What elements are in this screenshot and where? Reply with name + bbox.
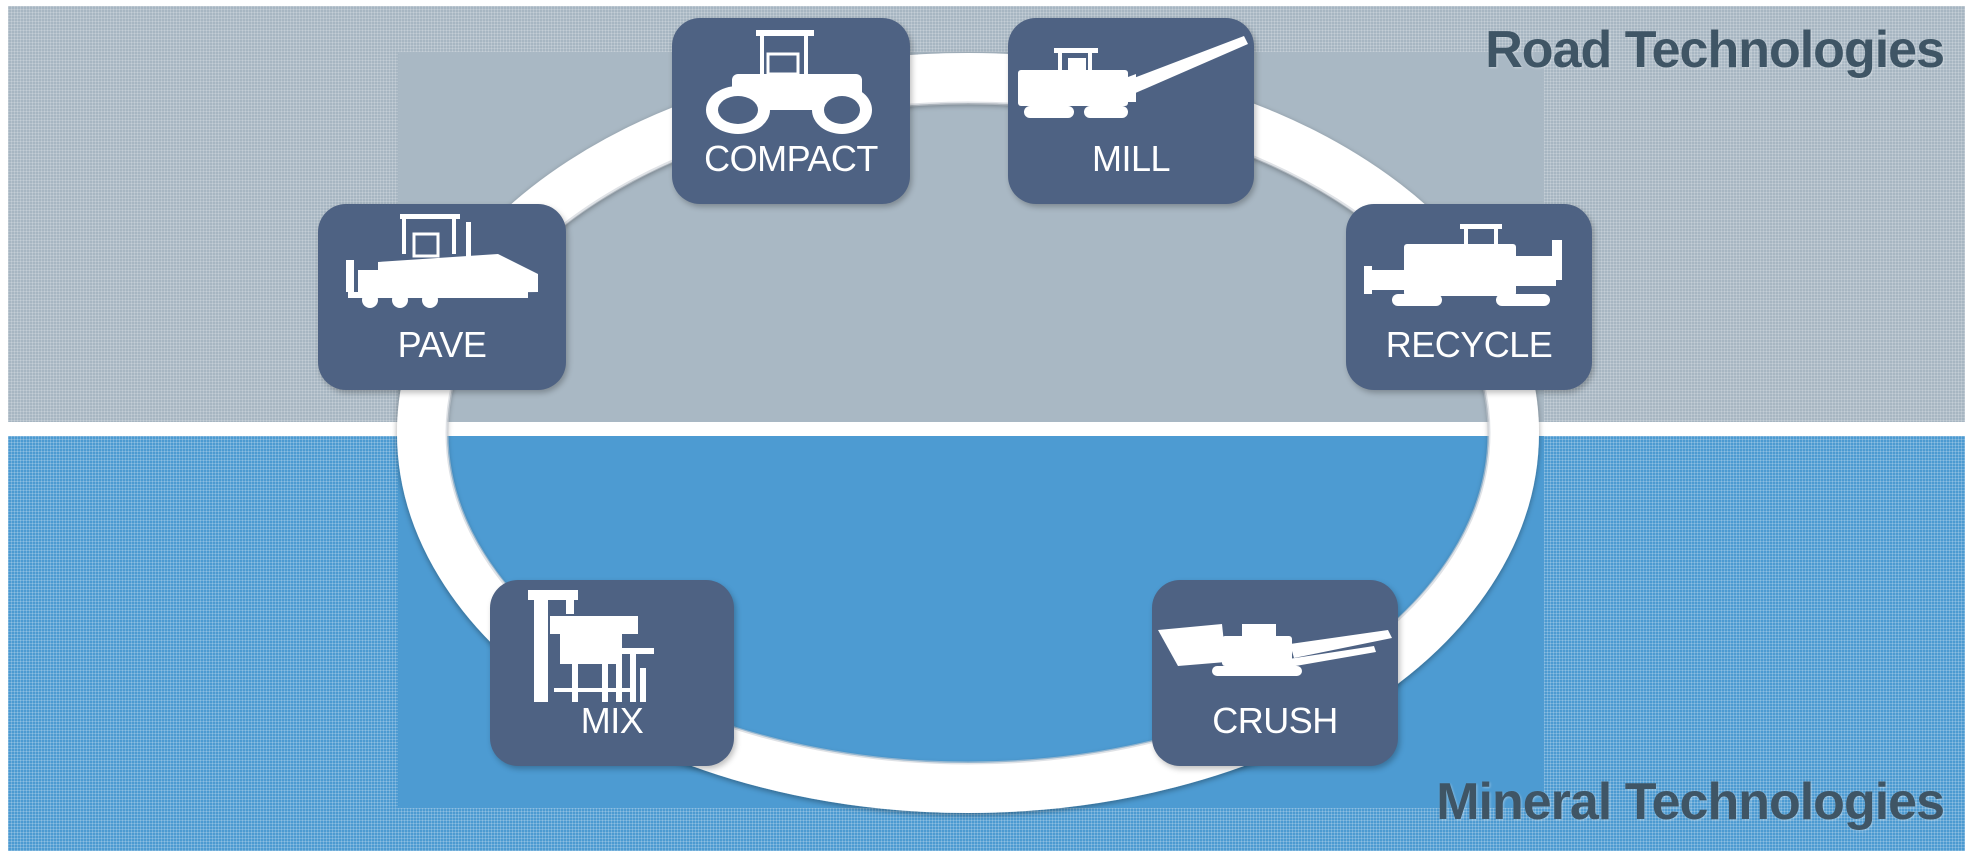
stage-compact-label: COMPACT: [704, 138, 878, 179]
mobile-crusher-icon: [1158, 624, 1392, 676]
stage-compact[interactable]: COMPACT: [672, 18, 910, 204]
stage-crush-label: CRUSH: [1212, 700, 1338, 741]
stage-crush[interactable]: CRUSH: [1152, 580, 1398, 766]
stage-mill-label: MILL: [1091, 138, 1171, 179]
stage-mix[interactable]: MIX: [490, 580, 734, 766]
stage-pave[interactable]: PAVE: [318, 204, 566, 390]
cold-milling-machine-icon: [1018, 36, 1248, 118]
stage-pave-label: PAVE: [397, 324, 487, 365]
road-technologies-title: Road Technologies: [1485, 21, 1945, 79]
stage-recycle-label: RECYCLE: [1385, 324, 1553, 365]
paver-icon: [346, 214, 538, 308]
stage-mill[interactable]: MILL: [1008, 18, 1254, 204]
recycler-icon: [1364, 224, 1562, 306]
roller-compactor-icon: [706, 30, 872, 134]
mixing-plant-icon: [528, 590, 654, 702]
mineral-technologies-title: Mineral Technologies: [1436, 773, 1945, 831]
stage-mix-label: MIX: [580, 700, 644, 741]
stage-recycle[interactable]: RECYCLE: [1346, 204, 1592, 390]
